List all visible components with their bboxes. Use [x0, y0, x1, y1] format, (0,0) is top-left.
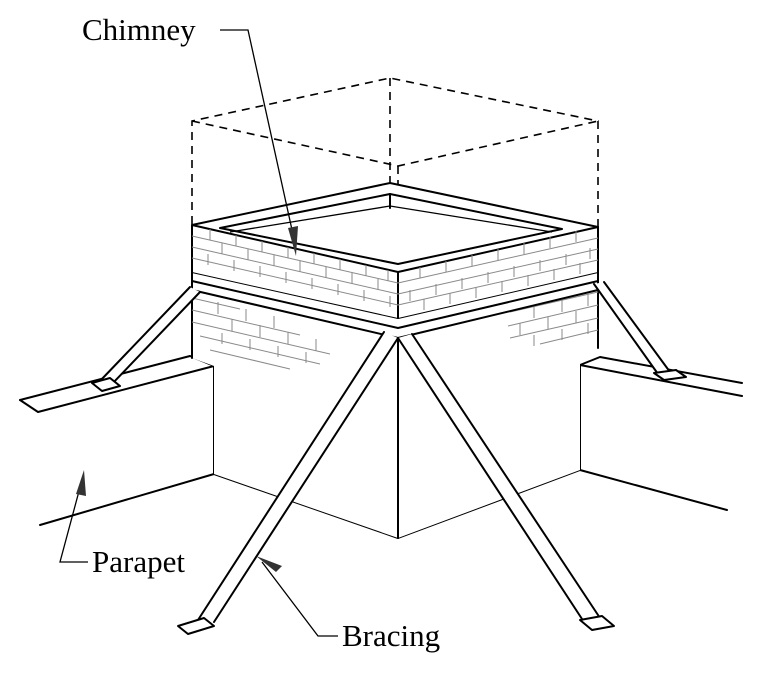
chimney-leader [220, 29, 298, 256]
right-brace [593, 281, 687, 381]
upper-brickwork [191, 229, 599, 310]
lower-brickwork [191, 291, 599, 370]
bracing-leader [256, 556, 338, 637]
bracing-label: Bracing [342, 618, 441, 653]
chimney-label: Chimney [82, 12, 196, 47]
front-brace-right [397, 333, 615, 631]
chimney-top [191, 182, 599, 319]
parapet-label: Parapet [92, 544, 185, 579]
front-brace-left [177, 331, 399, 635]
left-brace [91, 286, 201, 392]
parapet-leader [59, 470, 88, 563]
